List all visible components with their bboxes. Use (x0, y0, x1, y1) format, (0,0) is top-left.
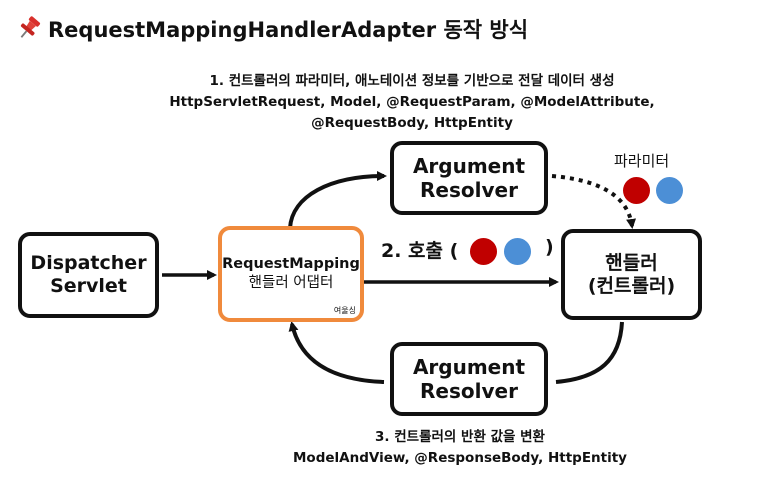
dispatcher-servlet-box: Dispatcher Servlet (18, 232, 159, 318)
dispatcher-label-line2: Servlet (50, 275, 127, 297)
resolver-bottom-line2: Resolver (420, 379, 518, 403)
handler-label-line1: 핸들러 (605, 251, 658, 274)
arrow-resolver-to-adapter (288, 321, 385, 384)
arrow-adapter-to-resolver (288, 171, 387, 229)
adapter-watermark: 여울싱 (333, 306, 356, 315)
adapter-label-line1: RequestMapping (222, 255, 360, 272)
dispatcher-label-line1: Dispatcher (30, 252, 147, 275)
step3-note: 3. 컨트롤러의 반환 값을 변환 ModelAndView, @Respons… (0, 427, 772, 469)
call-label: 2. 호출 ( (381, 240, 459, 262)
step1-types-line1: HttpServletRequest, Model, @RequestParam… (169, 94, 655, 110)
param-red-dot (623, 177, 650, 204)
handler-adapter-box: RequestMapping 핸들러 어댑터 여울싱 (218, 226, 364, 322)
argument-resolver-bottom-box: Argument Resolver (390, 342, 548, 416)
arrow-handler-to-resolver (555, 321, 624, 384)
handler-label-line2: (컨트롤러) (587, 274, 676, 297)
step3-heading: 3. 컨트롤러의 반환 값을 변환 (375, 429, 545, 445)
arrow-resolver-to-handler-dotted (551, 174, 637, 229)
step1-heading: 1. 컨트롤러의 파라미터, 애노테이션 정보를 기반으로 전달 데이터 생성 (209, 73, 615, 89)
call-param-red-dot (470, 238, 497, 265)
step3-types: ModelAndView, @ResponseBody, HttpEntity (293, 450, 627, 466)
call-label-close: ) (545, 236, 554, 258)
pushpin-icon (20, 16, 41, 38)
call-param-blue-dot (504, 238, 531, 265)
argument-resolver-top-box: Argument Resolver (390, 141, 548, 215)
step1-types-line2: @RequestBody, HttpEntity (311, 115, 513, 131)
resolver-bottom-line1: Argument (412, 355, 526, 379)
adapter-label-line2: 핸들러 어댑터 (248, 275, 334, 291)
params-label: 파라미터 (614, 152, 670, 170)
handler-controller-box: 핸들러 (컨트롤러) (561, 229, 702, 320)
resolver-top-line2: Resolver (420, 178, 518, 202)
step1-note: 1. 컨트롤러의 파라미터, 애노테이션 정보를 기반으로 전달 데이터 생성 … (0, 71, 772, 134)
param-blue-dot (656, 177, 683, 204)
resolver-top-line1: Argument (412, 154, 526, 178)
page-title: RequestMappingHandlerAdapter 동작 방식 (48, 18, 529, 42)
